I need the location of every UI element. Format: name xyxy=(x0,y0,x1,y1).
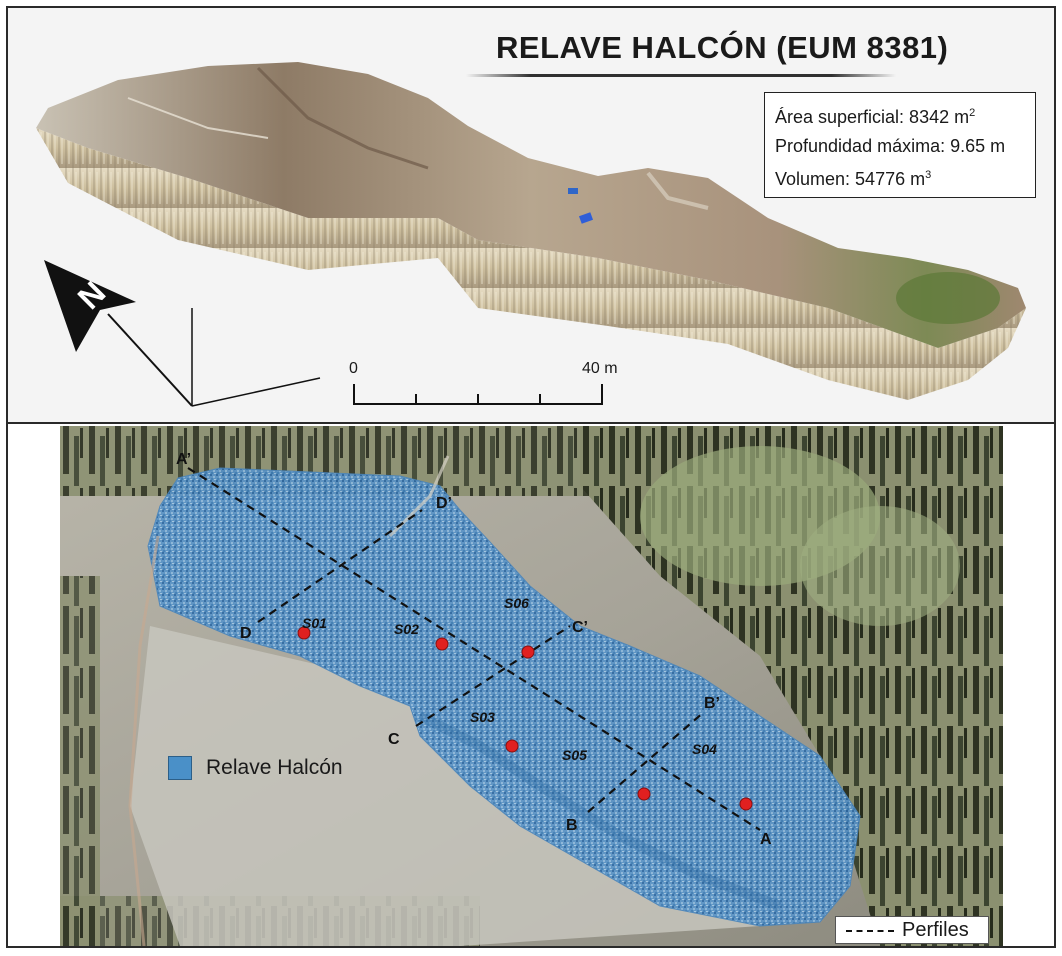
profile-label-c: C xyxy=(388,731,400,748)
orthophoto-illustration: A’ A B B’ C C’ D D’ S01 S02 S03 S04 S05 … xyxy=(60,426,1003,946)
profile-line-a xyxy=(187,467,761,831)
structure-marker xyxy=(578,212,594,224)
sample-point-s03 xyxy=(505,739,519,753)
sample-point-s04 xyxy=(739,797,753,811)
profile-label-d-prime: D’ xyxy=(436,495,452,512)
orthophoto-view: A’ A B B’ C C’ D D’ S01 S02 S03 S04 S05 … xyxy=(60,426,1003,946)
vegetation-patch xyxy=(896,272,1000,324)
legend-label-tailings: Relave Halcón xyxy=(206,756,343,779)
scale-bar xyxy=(353,384,603,405)
legend-label-profiles: Perfiles xyxy=(902,919,969,941)
profile-label-d: D xyxy=(240,625,252,642)
title-underline xyxy=(466,74,896,77)
stat-volume: Volumen: 54776 m3 xyxy=(775,169,932,189)
sample-label-s06: S06 xyxy=(504,595,529,611)
sample-point-s01 xyxy=(297,626,311,640)
structure-marker xyxy=(568,188,578,194)
sample-point-s02 xyxy=(435,637,449,651)
scale-label-end: 40 m xyxy=(582,360,618,377)
profile-line-b xyxy=(587,711,705,813)
profile-label-a-prime: A’ xyxy=(176,451,191,468)
profile-label-a: A xyxy=(760,831,772,848)
stat-max-depth: Profundidad máxima: 9.65 m xyxy=(775,136,1006,156)
map-figure: N RELAVE HALCÓN (EUM 8381) Área superfic… xyxy=(6,6,1056,948)
north-arrow-icon xyxy=(44,260,321,407)
scale-label-start: 0 xyxy=(349,360,358,377)
legend-profiles: Perfiles xyxy=(835,916,989,944)
terrain-top-surface xyxy=(36,62,1026,348)
profile-line-d xyxy=(257,509,423,623)
terrain-cliff-face xyxy=(36,128,1026,400)
map-title: RELAVE HALCÓN (EUM 8381) xyxy=(496,30,949,65)
terrain-3d-illustration: N xyxy=(36,62,1026,407)
sample-label-s01: S01 xyxy=(302,615,327,631)
profile-label-b: B xyxy=(566,817,578,834)
panel-divider xyxy=(8,422,1054,424)
forest-area xyxy=(60,576,100,946)
sample-point-s06 xyxy=(521,645,535,659)
legend-swatch-tailings xyxy=(168,756,192,780)
profile-label-b-prime: B’ xyxy=(704,695,720,712)
stat-area: Área superficial: 8342 m2 xyxy=(775,107,976,127)
legend-dash-icon xyxy=(846,930,894,932)
oblique-3d-view: N RELAVE HALCÓN (EUM 8381) Área superfic… xyxy=(8,8,1054,422)
stats-box: Área superficial: 8342 m2 Profundidad má… xyxy=(764,92,1036,198)
sample-label-s05: S05 xyxy=(562,747,587,763)
sample-point-s05 xyxy=(637,787,651,801)
profile-lines xyxy=(187,467,761,831)
sample-label-s03: S03 xyxy=(470,709,495,725)
profile-line-c xyxy=(415,625,571,727)
sample-label-s04: S04 xyxy=(692,741,717,757)
tailings-area xyxy=(147,467,861,927)
profile-label-c-prime: C’ xyxy=(572,619,588,636)
sample-label-s02: S02 xyxy=(394,621,419,637)
